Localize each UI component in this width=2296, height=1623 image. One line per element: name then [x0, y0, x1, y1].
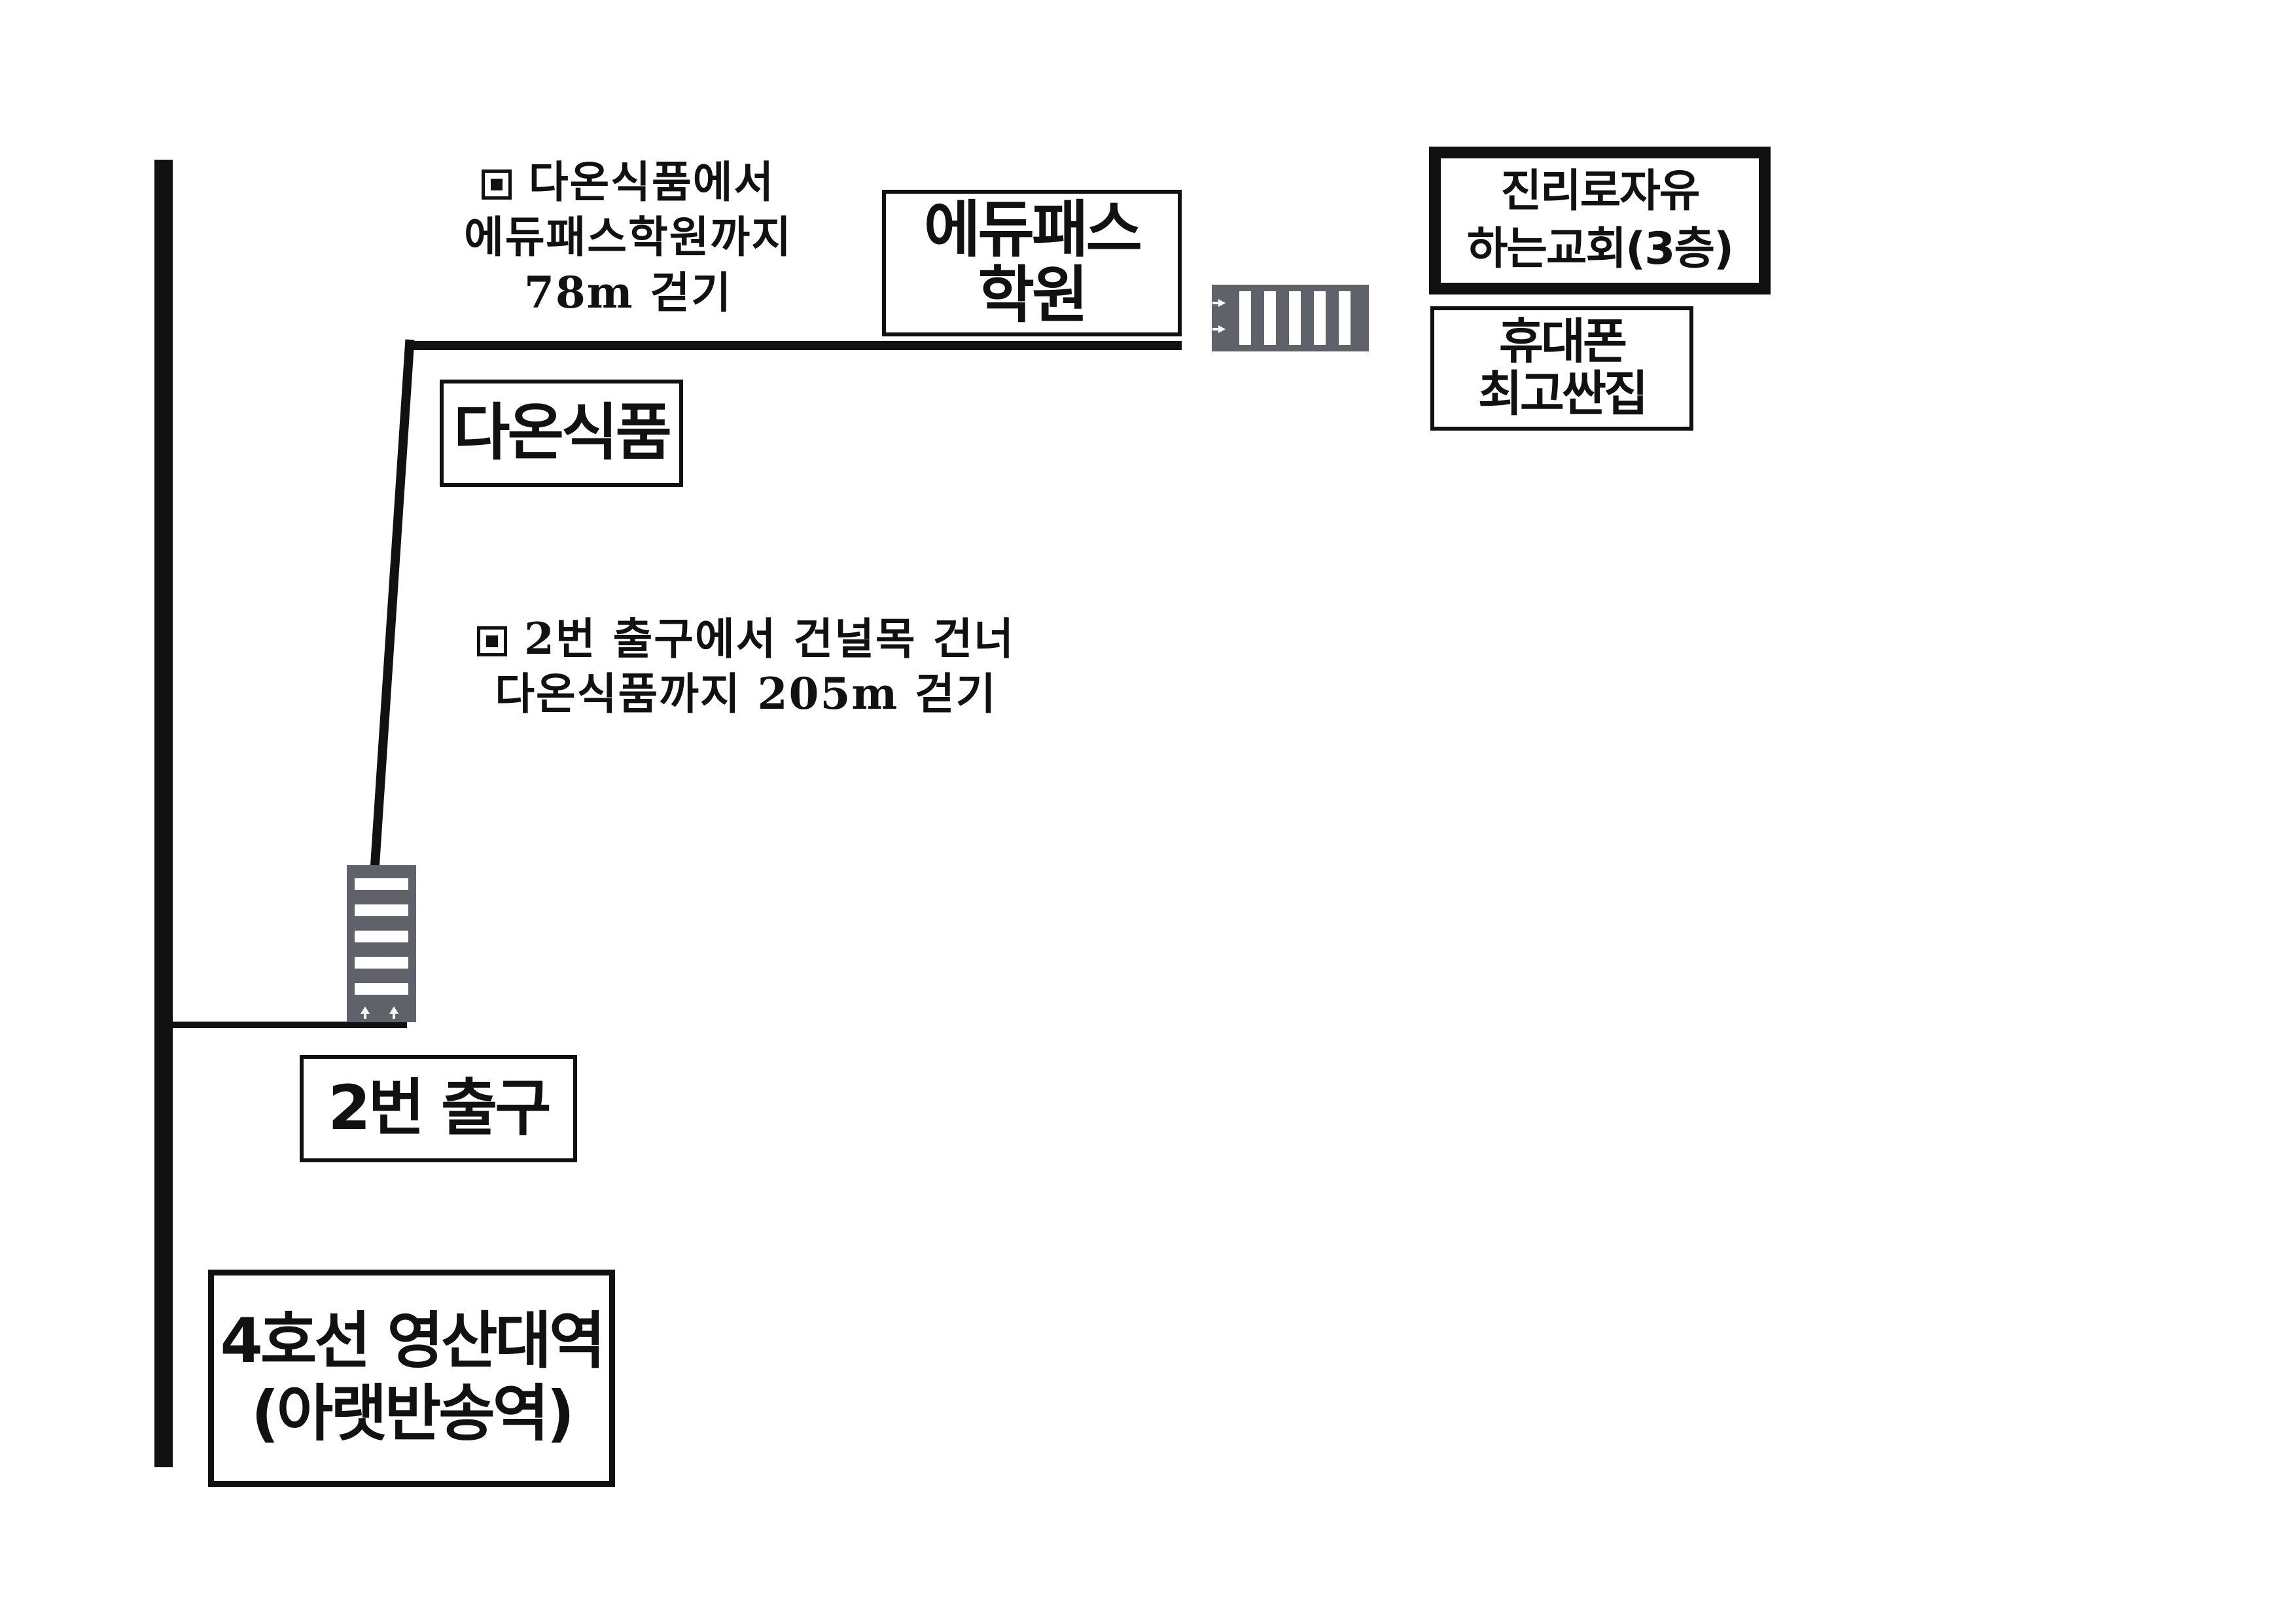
direction-step2-line1: 다온식품에서: [528, 156, 775, 207]
crosswalk-near-exit: [347, 865, 416, 1022]
direction-note-step2: 다온식품에서 에듀패스학원까지 78m 걷기: [406, 154, 851, 320]
exit2-label: 2번 출구: [328, 1072, 552, 1144]
station-name: 4호선 영산대역: [220, 1306, 605, 1378]
arrow-up-icon: [389, 1007, 398, 1019]
direction-note-step1: 2번 출구에서 건널목 건너 다온식품까지 205m 걷기: [419, 611, 1073, 722]
station-subname: (아랫반송역): [251, 1378, 574, 1450]
crosswalk-stripe: [355, 931, 408, 942]
crosswalk-stripe: [355, 878, 408, 890]
square-bullet-icon: [481, 169, 512, 200]
edupass-label-box: 에듀패스 학원: [882, 190, 1182, 336]
phone-shop-label-box: 휴대폰 최고싼집: [1430, 306, 1693, 431]
crosswalk-stripe: [1264, 291, 1276, 345]
edupass-label-line2: 학원: [978, 260, 1089, 331]
arrow-up-icon: [361, 1007, 370, 1019]
station-label-box: 4호선 영산대역 (아랫반송역): [208, 1270, 615, 1487]
arrow-right-icon: [1212, 299, 1226, 307]
direction-step1-line1-wrap: 2번 출구에서 건널목 건너: [419, 611, 1073, 666]
crosswalk-stripe: [355, 957, 408, 969]
church-label-line2: 하는교회(3층): [1466, 223, 1734, 275]
crosswalk-stripe: [355, 983, 408, 995]
crosswalk-stripe: [1239, 291, 1251, 345]
daon-food-label-box: 다온식품: [440, 380, 683, 487]
church-label-line1: 진리로자유: [1500, 165, 1701, 217]
square-bullet-icon: [476, 626, 507, 656]
exit-branch-line: [171, 1022, 407, 1028]
phone-shop-label-line2: 최고싼집: [1477, 366, 1648, 422]
church-label-box: 진리로자유 하는교회(3층): [1429, 147, 1771, 294]
crosswalk-near-edupass: [1212, 285, 1369, 351]
crosswalk-stripe: [1314, 291, 1326, 345]
direction-step2-line3: 78m 걷기: [523, 266, 733, 318]
direction-step2-line1-wrap: 다온식품에서: [406, 154, 851, 209]
direction-step1-line2: 다온식품까지 205m 걷기: [495, 668, 997, 720]
crosswalk-stripe: [1289, 291, 1301, 345]
daon-food-label: 다온식품: [453, 397, 672, 469]
crosswalk-stripe: [355, 904, 408, 916]
direction-step2-line2: 에듀패스학원까지: [464, 211, 792, 263]
crosswalk-stripe: [1339, 291, 1351, 345]
route-line-horizontal: [408, 341, 1182, 350]
arrow-right-icon: [1212, 325, 1226, 333]
edupass-label-line1: 에듀패스: [924, 194, 1142, 266]
main-road-line: [154, 160, 173, 1467]
phone-shop-label-line1: 휴대폰: [1498, 313, 1627, 370]
exit2-label-box: 2번 출구: [300, 1055, 577, 1162]
direction-step1-line1: 2번 출구에서 건널목 건너: [523, 613, 1016, 664]
